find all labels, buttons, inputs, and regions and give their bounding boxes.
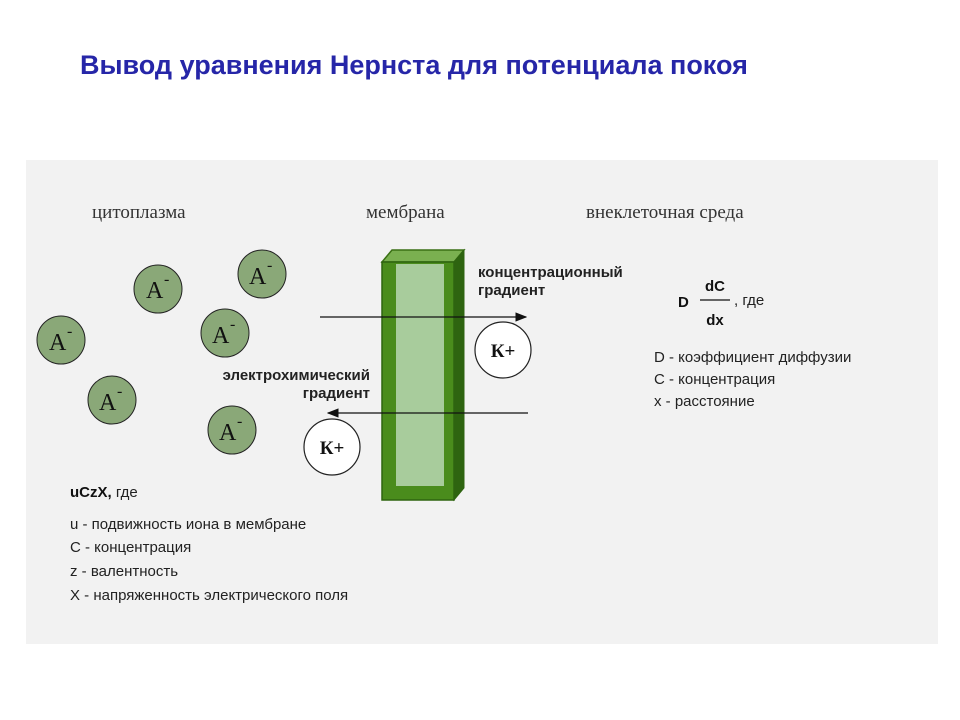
svg-text:А: А xyxy=(146,278,164,304)
formula-d: D xyxy=(678,294,689,311)
formula-denominator: dx xyxy=(706,312,724,329)
svg-text:К+: К+ xyxy=(320,438,345,459)
svg-text:А: А xyxy=(99,390,117,416)
concentration-gradient-label: концентрационный xyxy=(478,264,623,281)
svg-text:-: - xyxy=(267,257,272,274)
svg-text:А: А xyxy=(212,323,230,349)
svg-text:-: - xyxy=(230,316,235,333)
potassium-ion: К+ xyxy=(474,321,532,379)
electric-legend-item: u - подвижность иона в мембране xyxy=(70,516,306,533)
extracellular-label: внеклеточная среда xyxy=(586,202,744,223)
electric-legend-item: C - концентрация xyxy=(70,539,191,556)
anion: А - xyxy=(200,308,250,358)
svg-text:-: - xyxy=(117,383,122,400)
svg-text:-: - xyxy=(67,323,72,340)
formula-where: , где xyxy=(734,292,764,309)
svg-text:-: - xyxy=(237,413,242,430)
svg-text:А: А xyxy=(249,264,267,290)
anion: А - xyxy=(87,375,137,425)
anion: А - xyxy=(207,405,257,455)
nernst-diagram: цитоплазма мембрана внеклеточная среда А… xyxy=(36,202,851,604)
electric-legend-item: X - напряженность электрического поля xyxy=(70,587,348,604)
electric-legend-item: z - валентность xyxy=(70,563,178,580)
electric-formula: uCzX, где xyxy=(70,484,138,501)
potassium-ion: К+ xyxy=(303,418,361,476)
membrane-top xyxy=(380,249,466,263)
electrochemical-gradient-label: градиент xyxy=(303,385,370,402)
membrane-side xyxy=(453,248,465,502)
svg-text:А: А xyxy=(49,330,67,356)
membrane-core xyxy=(396,264,444,486)
anion: А - xyxy=(133,264,183,314)
diffusion-legend-item: D - коэффициент диффузии xyxy=(654,349,851,366)
formula-numerator: dC xyxy=(705,278,725,295)
membrane-label: мембрана xyxy=(366,202,445,223)
electrochemical-gradient-label: электрохимический xyxy=(223,367,370,384)
membrane xyxy=(380,248,466,502)
diffusion-legend-item: C - концентрация xyxy=(654,371,775,388)
svg-text:-: - xyxy=(164,271,169,288)
diffusion-legend-item: x - расстояние xyxy=(654,393,755,410)
anion: А - xyxy=(237,249,287,299)
concentration-gradient-label: градиент xyxy=(478,282,545,299)
slide-title: Вывод уравнения Нернста для потенциала п… xyxy=(80,50,748,80)
svg-text:А: А xyxy=(219,420,237,446)
svg-text:К+: К+ xyxy=(491,341,516,362)
cytoplasm-label: цитоплазма xyxy=(92,202,186,223)
diffusion-formula: D dC dx , где xyxy=(678,278,764,329)
anion: А - xyxy=(36,315,86,365)
diagram-panel: цитоплазма мембрана внеклеточная среда А… xyxy=(26,160,938,644)
